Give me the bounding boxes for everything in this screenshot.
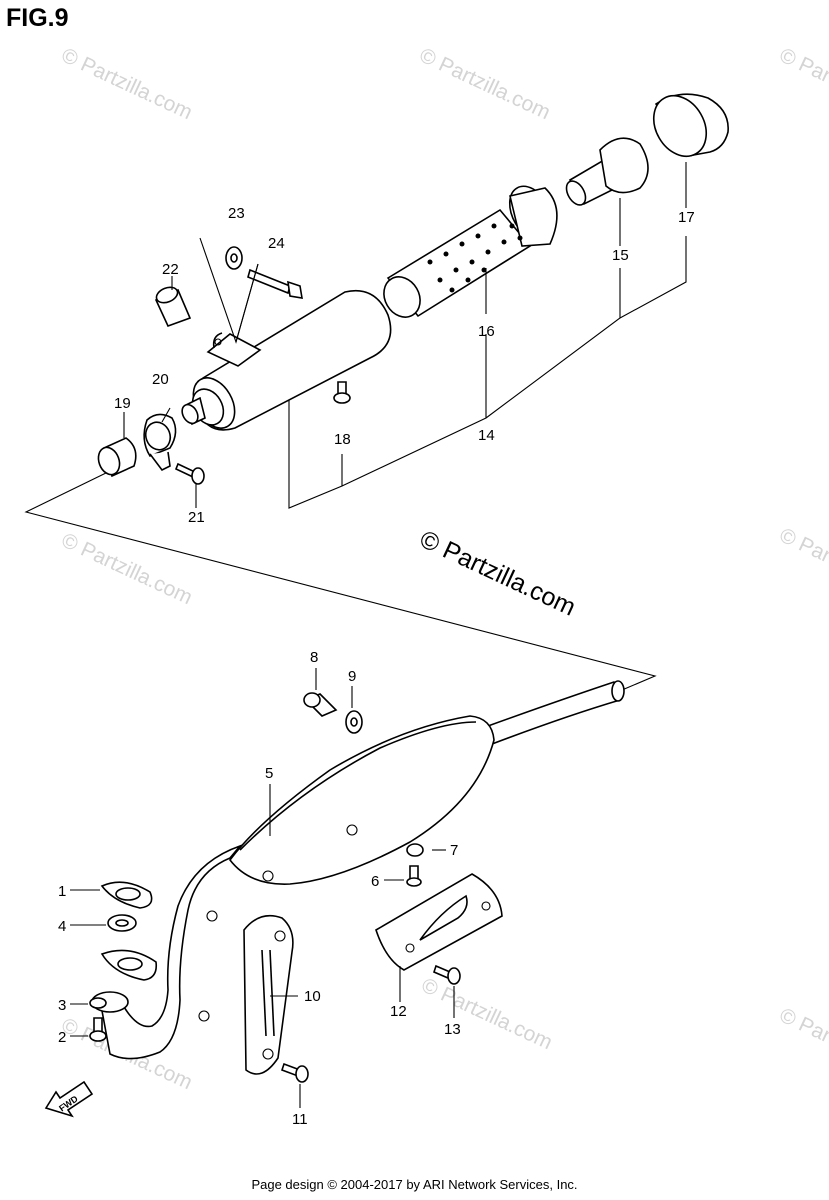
callout-24: 24 bbox=[268, 235, 285, 252]
watermark: © Partzilla.com bbox=[776, 1004, 829, 1085]
upper-leader-lines bbox=[199, 162, 687, 509]
callout-6: 6 bbox=[371, 873, 379, 890]
heat-shield-10 bbox=[243, 914, 294, 1075]
callout-11: 11 bbox=[292, 1111, 308, 1128]
collar-22 bbox=[154, 286, 192, 328]
washer-3 bbox=[89, 997, 107, 1009]
callout-20: 20 bbox=[152, 371, 169, 388]
watermark: © Partzilla.com bbox=[776, 524, 829, 605]
watermark: © Partzilla.com bbox=[776, 44, 829, 125]
callout-3: 3 bbox=[58, 997, 66, 1014]
perforated-pipe-16 bbox=[383, 185, 558, 318]
callout-13: 13 bbox=[444, 1021, 461, 1038]
heat-shield-12 bbox=[375, 873, 503, 971]
washer-9 bbox=[345, 710, 363, 734]
watermark: © Partzilla.com bbox=[58, 529, 196, 610]
watermark: © Partzilla.com bbox=[418, 974, 556, 1055]
bolt-8 bbox=[303, 692, 338, 717]
callout-23: 23 bbox=[228, 205, 245, 222]
callout-10: 10 bbox=[304, 988, 321, 1005]
gasket-1 bbox=[100, 881, 153, 909]
silencer-body bbox=[181, 290, 392, 431]
callout-12: 12 bbox=[390, 1003, 407, 1020]
bolt-18 bbox=[333, 381, 351, 404]
callout-17: 17 bbox=[678, 209, 695, 226]
callout-18: 18 bbox=[334, 431, 351, 448]
washer-23 bbox=[225, 246, 243, 270]
clamp-20 bbox=[143, 413, 177, 472]
screw-21 bbox=[174, 462, 205, 485]
callout-labels: 1 2 3 4 5 6 7 8 9 10 11 12 13 14 15 16 1… bbox=[58, 205, 695, 1128]
figure-title: FIG.9 bbox=[6, 4, 69, 32]
callout-21: 21 bbox=[188, 509, 205, 526]
callout-2: 2 bbox=[58, 1029, 66, 1046]
baffle-15 bbox=[565, 137, 649, 206]
callout-16: 16 bbox=[478, 323, 495, 340]
bolt-6 bbox=[406, 865, 422, 887]
end-cover-17 bbox=[652, 93, 729, 157]
callout-7: 7 bbox=[450, 842, 458, 859]
center-watermark: © Partzilla.com bbox=[415, 525, 580, 622]
callout-8: 8 bbox=[310, 649, 318, 666]
callout-4: 4 bbox=[58, 918, 66, 935]
callout-5: 5 bbox=[265, 765, 273, 782]
callout-1: 1 bbox=[58, 883, 66, 900]
screw-11 bbox=[280, 1062, 309, 1083]
fwd-arrow-icon: FWD bbox=[44, 1080, 94, 1118]
callout-14: 14 bbox=[478, 427, 495, 444]
callout-22: 22 bbox=[162, 261, 179, 278]
assembly-connector-lines bbox=[24, 471, 657, 691]
watermark: © Partzilla.com bbox=[416, 44, 554, 125]
exhaust-pipe-5 bbox=[91, 680, 625, 1060]
bolt-24 bbox=[247, 268, 303, 299]
end-cap-19 bbox=[97, 437, 137, 478]
watermark: © Partzilla.com bbox=[58, 44, 196, 125]
callout-15: 15 bbox=[612, 247, 629, 264]
screw-13 bbox=[433, 964, 461, 985]
washer-7 bbox=[406, 843, 424, 857]
flange-plate bbox=[100, 949, 158, 981]
washer-4 bbox=[107, 914, 137, 932]
callout-9: 9 bbox=[348, 668, 356, 685]
callout-19: 19 bbox=[114, 395, 131, 412]
bolt-2 bbox=[89, 1017, 107, 1042]
page-footer: Page design © 2004-2017 by ARI Network S… bbox=[251, 1177, 578, 1192]
lower-leader-lines bbox=[70, 276, 455, 1108]
